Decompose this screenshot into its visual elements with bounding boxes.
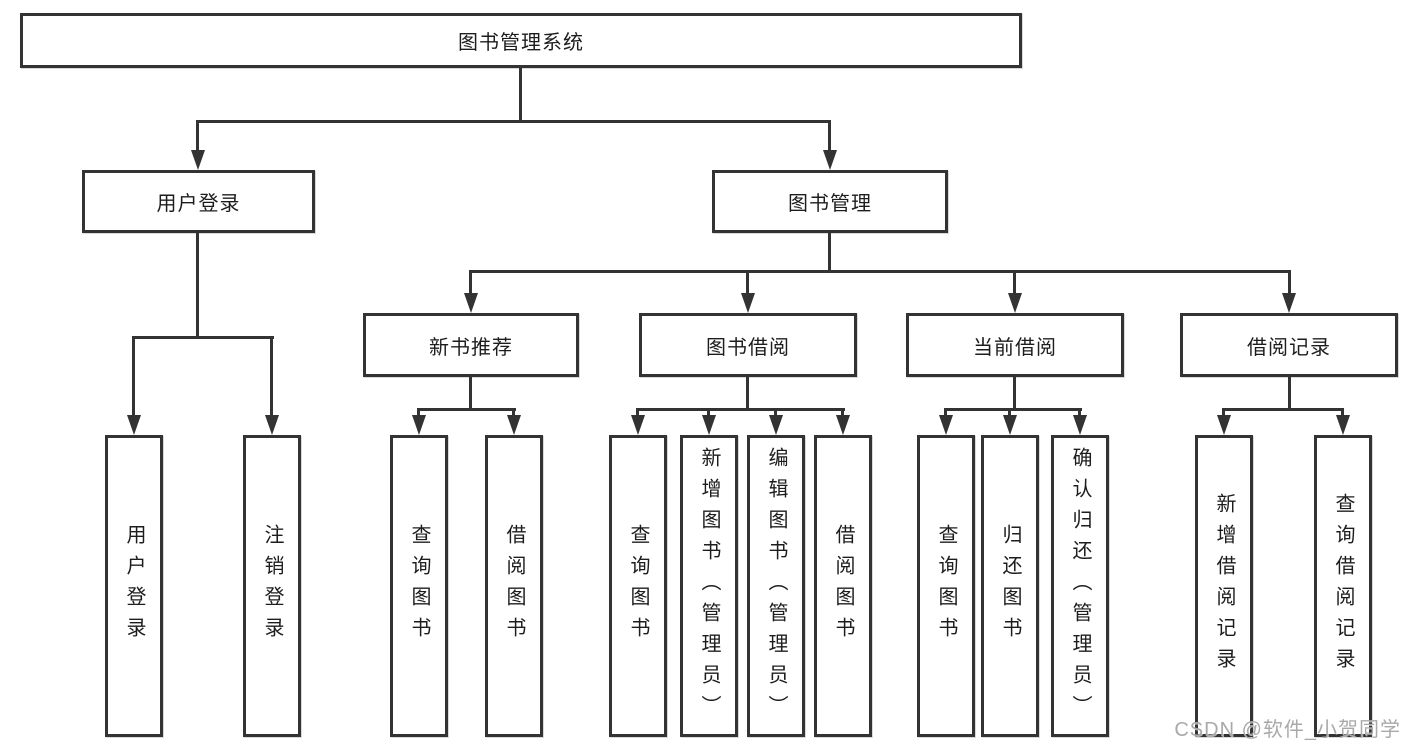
connector-line: [519, 68, 522, 120]
connector-line: [707, 408, 710, 417]
connector-line: [637, 408, 845, 411]
leaf-label: 查询图书: [627, 524, 649, 648]
leaf-return-book: 归还图书: [981, 435, 1039, 737]
node-library-management-system: 图书管理系统: [20, 13, 1022, 68]
arrow-down-icon: [507, 415, 521, 435]
leaf-query-books-current: 查询图书: [917, 435, 975, 737]
connector-line: [1008, 408, 1011, 417]
connector-line: [1222, 408, 1225, 417]
leaf-borrow-books-recommend: 借阅图书: [485, 435, 543, 737]
connector-line: [197, 120, 831, 123]
arrow-down-icon: [464, 293, 478, 313]
connector-line: [469, 270, 472, 294]
leaf-label: 用户登录: [123, 524, 145, 648]
leaf-logout: 注销登录: [243, 435, 301, 737]
arrow-down-icon: [939, 415, 953, 435]
node-user-login: 用户登录: [82, 170, 315, 233]
connector-line: [828, 233, 831, 270]
leaf-label: 新增图书（管理员）: [698, 446, 720, 726]
connector-line: [1223, 408, 1344, 411]
node-label: 图书借阅: [706, 336, 790, 359]
connector-line: [774, 408, 777, 417]
connector-line: [841, 408, 844, 417]
leaf-borrow-books: 借阅图书: [814, 435, 872, 737]
arrow-down-icon: [1008, 293, 1022, 313]
leaf-query-borrow-record: 查询借阅记录: [1314, 435, 1372, 737]
leaf-label: 查询图书: [935, 524, 957, 648]
leaf-label: 查询图书: [408, 524, 430, 648]
connector-line: [1078, 408, 1081, 417]
leaf-confirm-return-admin: 确认归还（管理员）: [1051, 435, 1109, 737]
arrow-down-icon: [191, 150, 205, 170]
node-new-book-recommendation: 新书推荐: [363, 313, 579, 377]
connector-line: [418, 408, 516, 411]
connector-line: [270, 336, 273, 416]
leaf-label: 注销登录: [261, 524, 283, 648]
node-label: 图书管理: [788, 193, 872, 215]
node-label: 当前借阅: [973, 336, 1057, 359]
connector-line: [1288, 270, 1291, 294]
leaf-add-borrow-record: 新增借阅记录: [1195, 435, 1253, 737]
node-label: 用户登录: [156, 193, 241, 215]
arrow-down-icon: [265, 415, 279, 435]
leaf-label: 借阅图书: [832, 524, 854, 648]
arrow-down-icon: [1336, 415, 1350, 435]
connector-line: [1013, 377, 1016, 408]
arrow-down-icon: [1003, 415, 1017, 435]
connector-line: [417, 408, 420, 417]
arrow-down-icon: [127, 415, 141, 435]
node-label: 图书管理系统: [458, 32, 584, 54]
connector-line: [196, 233, 199, 336]
connector-line: [746, 377, 749, 408]
connector-line: [469, 270, 1291, 273]
arrow-down-icon: [631, 415, 645, 435]
connector-line: [196, 120, 199, 151]
connector-line: [469, 377, 472, 408]
connector-line: [133, 336, 274, 339]
arrow-down-icon: [412, 415, 426, 435]
node-borrowing-records: 借阅记录: [1180, 313, 1398, 377]
connector-line: [512, 408, 515, 417]
arrow-down-icon: [1073, 415, 1087, 435]
leaf-edit-book-admin: 编辑图书（管理员）: [747, 435, 805, 737]
leaf-add-book-admin: 新增图书（管理员）: [680, 435, 738, 737]
leaf-label: 编辑图书（管理员）: [765, 446, 787, 726]
leaf-label: 借阅图书: [503, 524, 525, 648]
csdn-watermark: CSDN @软件_小贺同学: [1174, 719, 1401, 741]
arrow-down-icon: [702, 415, 716, 435]
node-book-borrowing: 图书借阅: [639, 313, 857, 377]
connector-line: [1288, 377, 1291, 408]
connector-line: [828, 120, 831, 151]
connector-line: [132, 336, 135, 416]
arrow-down-icon: [769, 415, 783, 435]
leaf-label: 归还图书: [999, 524, 1021, 648]
connector-line: [1341, 408, 1344, 417]
node-book-management: 图书管理: [712, 170, 948, 233]
leaf-query-books-recommend: 查询图书: [390, 435, 448, 737]
node-current-borrowing: 当前借阅: [906, 313, 1124, 377]
connector-line: [1013, 270, 1016, 294]
leaf-label: 新增借阅记录: [1213, 493, 1235, 679]
node-label: 新书推荐: [429, 336, 513, 359]
connector-line: [945, 408, 1082, 411]
arrow-down-icon: [836, 415, 850, 435]
connector-line: [746, 270, 749, 294]
arrow-down-icon: [741, 293, 755, 313]
leaf-query-books-borrow: 查询图书: [609, 435, 667, 737]
arrow-down-icon: [1282, 293, 1296, 313]
arrow-down-icon: [823, 150, 837, 170]
node-label: 借阅记录: [1247, 336, 1331, 359]
arrow-down-icon: [1217, 415, 1231, 435]
leaf-label: 确认归还（管理员）: [1069, 446, 1091, 726]
leaf-label: 查询借阅记录: [1332, 493, 1354, 679]
connector-line: [944, 408, 947, 417]
connector-line: [636, 408, 639, 417]
leaf-user-login: 用户登录: [105, 435, 163, 737]
